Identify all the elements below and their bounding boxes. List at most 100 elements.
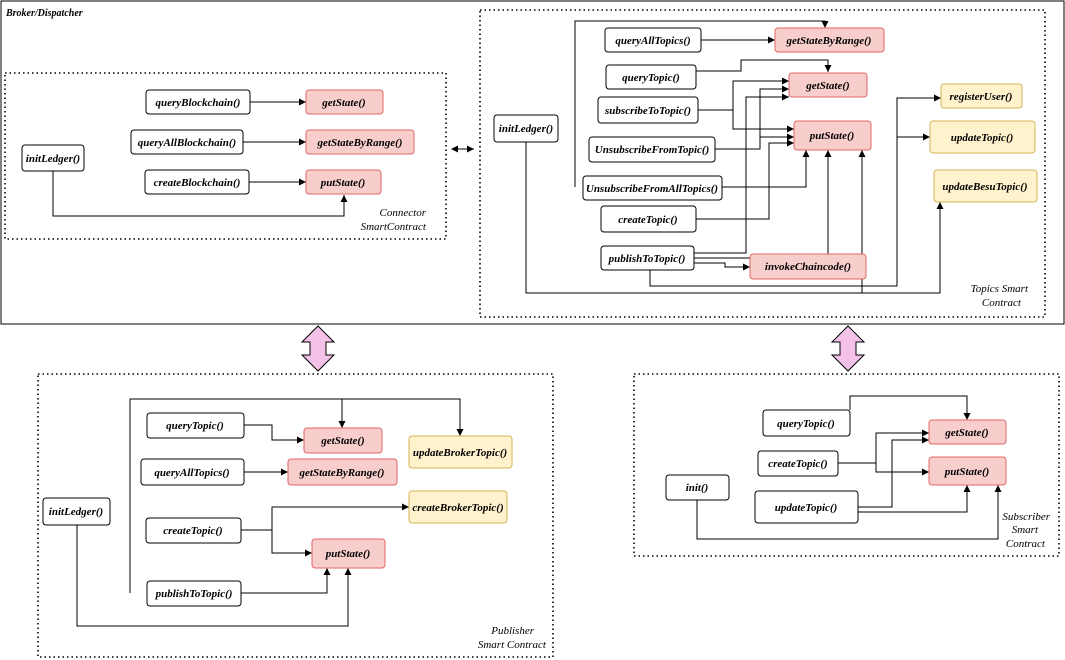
publisher-putstate-label: putState() bbox=[325, 548, 371, 560]
publisher-getstatebyrange-label: getStateByRange() bbox=[299, 467, 385, 479]
publisher-putstate-node[interactable] bbox=[311, 538, 386, 569]
subscriber-nodes: queryTopic() createTopic() updateTopic()… bbox=[665, 409, 1007, 524]
connector-arrow bbox=[52, 171, 348, 217]
topics-getstatebyrange-label: getStateByRange() bbox=[786, 35, 872, 47]
subscriber-updatetopic-node[interactable] bbox=[754, 490, 859, 524]
topics-putstate-label: putState() bbox=[809, 130, 855, 142]
topics-getstate-label: getState() bbox=[805, 80, 849, 92]
publisher-publishtotopic-label: publishToTopic() bbox=[155, 588, 233, 600]
topics-arrow bbox=[722, 150, 810, 188]
topics-querytopic-label: queryTopic() bbox=[622, 72, 680, 84]
subscriber-createtopic-node[interactable] bbox=[757, 450, 839, 477]
publisher-label-line1: Publisher bbox=[490, 625, 534, 637]
connector-getstate-label: getState() bbox=[321, 97, 365, 109]
subscriber-arrow bbox=[696, 485, 1002, 540]
publisher-initledger-label: initLedger() bbox=[49, 506, 103, 518]
publisher-initledger-node[interactable] bbox=[42, 497, 111, 526]
subscriber-init-node[interactable] bbox=[665, 474, 730, 501]
publisher-arrow bbox=[271, 530, 312, 557]
connector-queryallblockchain-label: queryAllBlockchain() bbox=[138, 137, 236, 149]
subscriber-putstate-node[interactable] bbox=[928, 456, 1007, 486]
topics-putstate-node[interactable] bbox=[793, 120, 872, 151]
subscriber-label-line1: Subscriber bbox=[1002, 511, 1050, 523]
subscriber-createtopic-label: createTopic() bbox=[768, 458, 827, 470]
topics-createtopic-node[interactable] bbox=[600, 205, 697, 233]
topics-updatebesutopic-label: updateBesuTopic() bbox=[942, 181, 1027, 193]
broker-publisher-bidirectional-arrow bbox=[300, 325, 336, 372]
topics-arrow bbox=[525, 142, 866, 294]
connector-getstate-node[interactable] bbox=[305, 89, 384, 115]
subscriber-putstate-label: putState() bbox=[944, 466, 990, 478]
connector-smart-contract-box bbox=[4, 72, 447, 240]
publisher-querytopic-label: queryTopic() bbox=[166, 420, 224, 432]
topics-arrow bbox=[694, 150, 832, 259]
publisher-createtopic-node[interactable] bbox=[145, 517, 242, 544]
connector-putstate-node[interactable] bbox=[305, 169, 382, 195]
topics-arrow bbox=[715, 85, 789, 150]
connector-label-line2: SmartContract bbox=[361, 221, 427, 233]
connector-queryblockchain-node[interactable] bbox=[145, 89, 251, 115]
topics-unsubscribefromtopic-node[interactable] bbox=[588, 136, 716, 163]
connector-label-line1: Connector bbox=[380, 207, 427, 219]
topics-registeruser-node[interactable] bbox=[940, 83, 1023, 109]
topics-unsubscribefromalltopics-label: UnsubscribeFromAllTopics() bbox=[586, 183, 718, 195]
connector-queryallblockchain-node[interactable] bbox=[130, 129, 244, 155]
publisher-queryalltopics-node[interactable] bbox=[140, 458, 245, 486]
topics-publishtotopic-label: publishToTopic() bbox=[608, 253, 686, 265]
topics-updatebesutopic-node[interactable] bbox=[933, 169, 1038, 203]
subscriber-querytopic-node[interactable] bbox=[762, 409, 851, 437]
connector-createblockchain-label: createBlockchain() bbox=[154, 177, 241, 189]
publisher-getstate-node[interactable] bbox=[303, 427, 383, 454]
publisher-createbrokertopic-node[interactable] bbox=[408, 490, 508, 524]
broker-dispatcher-container bbox=[0, 0, 1065, 325]
topics-arrow bbox=[696, 139, 794, 220]
topics-arrow bbox=[694, 93, 789, 254]
topics-updatetopic-node[interactable] bbox=[929, 120, 1036, 154]
connector-queryblockchain-label: queryBlockchain() bbox=[156, 97, 241, 109]
topics-arrow bbox=[694, 262, 750, 271]
publisher-arrow bbox=[241, 568, 331, 594]
subscriber-init-label: init() bbox=[686, 482, 709, 494]
connector-connections bbox=[52, 98, 348, 217]
topics-label-line2: Contract bbox=[982, 297, 1022, 309]
publisher-publishtotopic-node[interactable] bbox=[146, 580, 242, 607]
topics-publishtotopic-node[interactable] bbox=[600, 245, 695, 271]
topics-querytopic-node[interactable] bbox=[605, 64, 697, 90]
publisher-queryalltopics-label: queryAllTopics() bbox=[154, 467, 229, 479]
connector-getstatebyrange-node[interactable] bbox=[305, 129, 415, 155]
subscriber-getstate-node[interactable] bbox=[928, 419, 1007, 445]
subscriber-label-line2: Smart bbox=[1012, 524, 1039, 536]
publisher-nodes: queryTopic() queryAllTopics() createTopi… bbox=[42, 412, 513, 607]
topics-invokechaincode-node[interactable] bbox=[749, 253, 867, 280]
topics-registeruser-label: registerUser() bbox=[950, 91, 1013, 103]
topics-initledger-node[interactable] bbox=[493, 114, 559, 143]
topics-initledger-label: initLedger() bbox=[499, 123, 553, 135]
subscriber-querytopic-label: queryTopic() bbox=[777, 418, 835, 430]
topics-unsubscribefromalltopics-node[interactable] bbox=[582, 175, 723, 201]
topics-updatetopic-label: updateTopic() bbox=[951, 132, 1014, 144]
topics-arrow bbox=[698, 77, 789, 111]
topics-unsubscribefromtopic-label: UnsubscribeFromTopic() bbox=[595, 144, 710, 156]
topics-getstatebyrange-node[interactable] bbox=[774, 27, 885, 53]
publisher-createtopic-label: createTopic() bbox=[163, 525, 222, 537]
connector-createblockchain-node[interactable] bbox=[144, 169, 250, 195]
topics-getstate-node[interactable] bbox=[788, 72, 868, 98]
publisher-getstatebyrange-node[interactable] bbox=[287, 458, 398, 486]
publisher-updatebrokertopic-node[interactable] bbox=[408, 435, 513, 469]
topics-queryalltopics-node[interactable] bbox=[604, 27, 702, 53]
subscriber-getstate-label: getState() bbox=[944, 427, 988, 439]
topics-queryalltopics-label: queryAllTopics() bbox=[615, 35, 690, 47]
subscriber-arrow bbox=[875, 463, 929, 476]
topics-arrow bbox=[574, 20, 829, 187]
topics-label-line1: Topics Smart bbox=[971, 283, 1029, 295]
topics-subscribetotopic-label: subscribeToTopic() bbox=[604, 105, 691, 117]
subscriber-arrow bbox=[849, 395, 971, 420]
publisher-arrow bbox=[241, 503, 409, 531]
publisher-querytopic-node[interactable] bbox=[146, 412, 245, 439]
connector-putstate-label: putState() bbox=[320, 177, 366, 189]
publisher-arrow bbox=[76, 525, 352, 627]
connector-initledger-node[interactable] bbox=[21, 144, 85, 172]
topics-arrow bbox=[649, 94, 941, 287]
topics-subscribetotopic-node[interactable] bbox=[597, 96, 699, 124]
